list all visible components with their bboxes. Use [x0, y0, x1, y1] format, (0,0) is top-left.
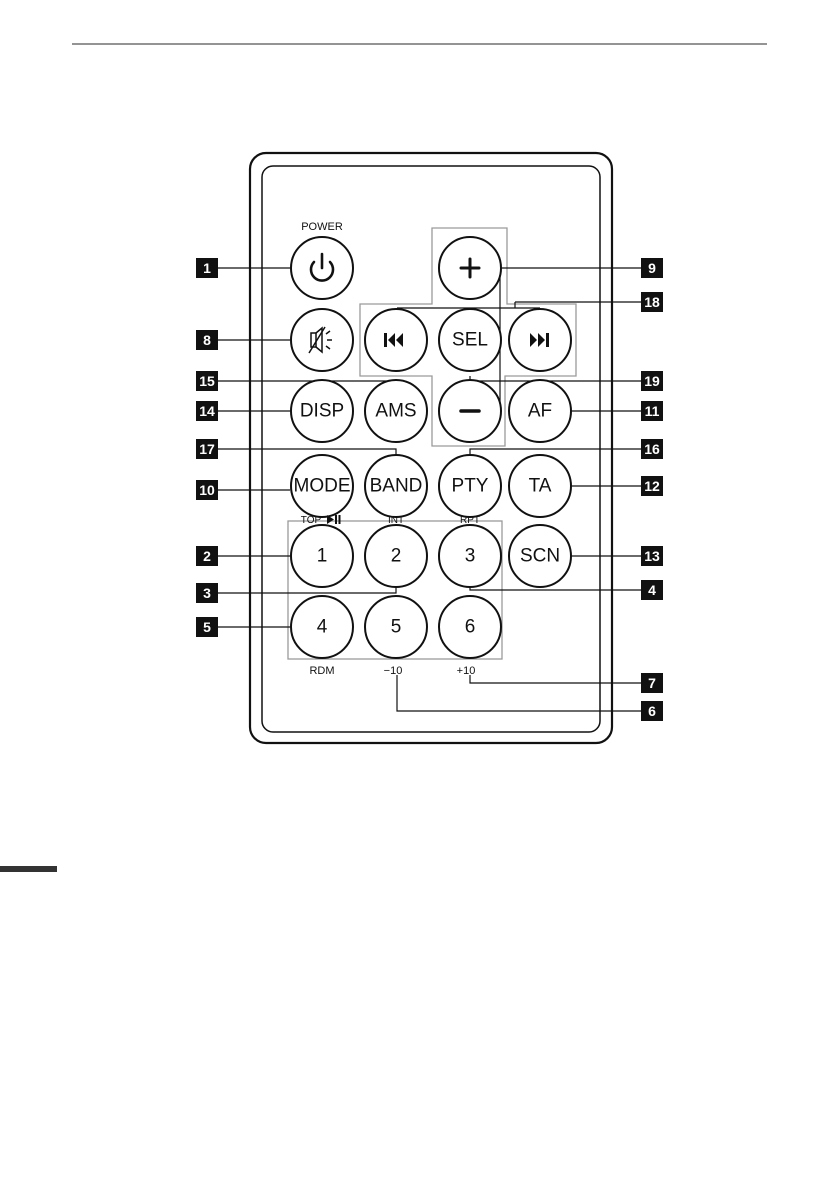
svg-text:6: 6	[648, 703, 656, 719]
af-button[interactable]: AF	[509, 380, 571, 442]
callout-5: 5	[196, 617, 218, 637]
svg-text:19: 19	[644, 373, 660, 389]
svg-text:12: 12	[644, 478, 660, 494]
key-6-label: 6	[465, 617, 476, 638]
pty-label: PTY	[452, 476, 489, 497]
mute-button[interactable]	[291, 309, 353, 371]
sel-button[interactable]: SEL	[439, 309, 501, 371]
power-button[interactable]	[291, 237, 353, 299]
callout-9: 9	[641, 258, 663, 278]
key-2-button[interactable]: 2	[365, 525, 427, 587]
key-3-label: 3	[465, 546, 476, 567]
key-5-button[interactable]: 5	[365, 596, 427, 658]
scn-label: SCN	[520, 546, 560, 567]
next-button[interactable]	[509, 309, 571, 371]
svg-text:7: 7	[648, 675, 656, 691]
svg-text:18: 18	[644, 294, 660, 310]
key-5-label: 5	[391, 617, 402, 638]
key-4-label: 4	[317, 617, 328, 638]
mode-button[interactable]: MODE	[291, 455, 353, 517]
svg-text:16: 16	[644, 441, 660, 457]
svg-text:5: 5	[203, 619, 211, 635]
key-4-button[interactable]: 4	[291, 596, 353, 658]
svg-text:15: 15	[199, 373, 215, 389]
svg-text:9: 9	[648, 260, 656, 276]
play-pause-icon	[327, 515, 341, 524]
svg-text:17: 17	[199, 441, 215, 457]
sel-label: SEL	[452, 330, 488, 351]
band-button[interactable]: BAND	[365, 455, 427, 517]
svg-text:3: 3	[203, 585, 211, 601]
volume-down-button[interactable]	[439, 380, 501, 442]
af-label: AF	[528, 401, 552, 422]
callout-2: 2	[196, 546, 218, 566]
key-1-label: 1	[317, 546, 328, 567]
callout-leader-lines	[218, 268, 641, 711]
disp-button[interactable]: DISP	[291, 380, 353, 442]
callout-11: 11	[641, 401, 663, 421]
key-1-button[interactable]: 1	[291, 525, 353, 587]
callout-1: 1	[196, 258, 218, 278]
svg-text:14: 14	[199, 403, 215, 419]
callout-6: 6	[641, 701, 663, 721]
svg-text:10: 10	[199, 482, 215, 498]
callout-7: 7	[641, 673, 663, 693]
caption-plus-10: +10	[457, 665, 476, 677]
key-2-label: 2	[391, 546, 402, 567]
callout-18: 18	[641, 292, 663, 312]
mode-label: MODE	[294, 476, 351, 497]
band-label: BAND	[370, 476, 423, 497]
svg-text:11: 11	[645, 403, 660, 419]
callout-10: 10	[196, 480, 218, 500]
callout-4: 4	[641, 580, 663, 600]
disp-label: DISP	[300, 401, 344, 422]
callout-15: 15	[196, 371, 218, 391]
callout-19: 19	[641, 371, 663, 391]
svg-text:8: 8	[203, 332, 211, 348]
previous-button[interactable]	[365, 309, 427, 371]
callout-13: 13	[641, 546, 663, 566]
caption-rdm: RDM	[309, 665, 334, 677]
ams-label: AMS	[375, 401, 416, 422]
ams-button[interactable]: AMS	[365, 380, 427, 442]
caption-minus-10: −10	[384, 665, 403, 677]
scn-button[interactable]: SCN	[509, 525, 571, 587]
key-3-button[interactable]: 3	[439, 525, 501, 587]
pty-button[interactable]: PTY	[439, 455, 501, 517]
callout-14: 14	[196, 401, 218, 421]
callout-12: 12	[641, 476, 663, 496]
svg-text:2: 2	[203, 548, 211, 564]
side-marker	[0, 866, 57, 872]
key-6-button[interactable]: 6	[439, 596, 501, 658]
callout-17: 17	[196, 439, 218, 459]
ta-label: TA	[529, 476, 552, 497]
svg-text:13: 13	[644, 548, 660, 564]
callout-16: 16	[641, 439, 663, 459]
callout-3: 3	[196, 583, 218, 603]
svg-text:1: 1	[203, 260, 211, 276]
volume-up-button[interactable]	[439, 237, 501, 299]
svg-text:4: 4	[648, 582, 656, 598]
callout-8: 8	[196, 330, 218, 350]
power-label: POWER	[301, 221, 343, 233]
ta-button[interactable]: TA	[509, 455, 571, 517]
